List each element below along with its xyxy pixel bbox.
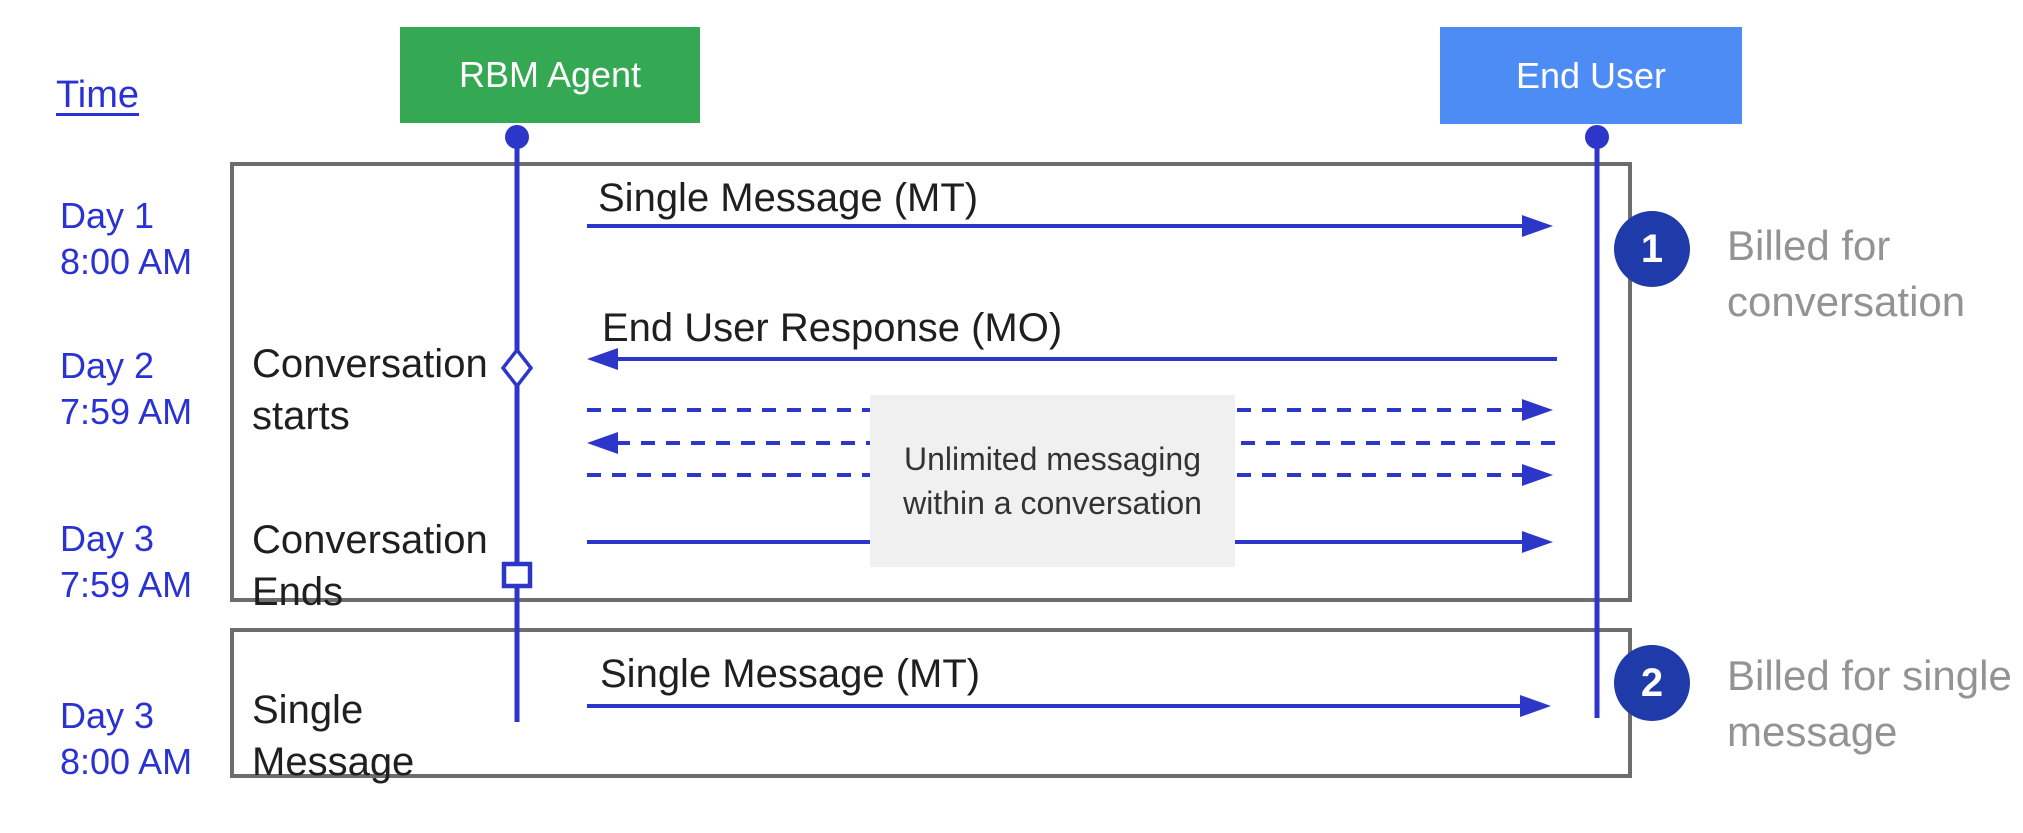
time-day1-day: Day 1 xyxy=(60,195,155,236)
time-day3b-day: Day 3 xyxy=(60,695,155,736)
billing-badge-2-number: 2 xyxy=(1640,660,1664,705)
single-message-line1: Single xyxy=(252,688,364,732)
conversation-starts-label: Conversation starts xyxy=(252,338,522,442)
day3-arrowhead xyxy=(1522,531,1553,553)
end-user-label: End User xyxy=(1515,54,1667,96)
rbm-agent-label: RBM Agent xyxy=(458,54,642,95)
unlimited-messaging-note-line1: Unlimited messaging xyxy=(903,441,1201,477)
time-day2-day: Day 2 xyxy=(60,345,155,386)
billed-caption-1-line2: conversation xyxy=(1727,278,1966,325)
mt2-message-label: Single Message (MT) xyxy=(600,652,981,696)
dashed-arrow-2-head xyxy=(587,432,618,454)
billing-badge-1-number: 1 xyxy=(1640,226,1664,271)
billed-caption-2-line1: Billed for single xyxy=(1727,652,2012,699)
conversation-ends-line1: Conversation xyxy=(252,518,488,562)
conversation-starts-line2: starts xyxy=(252,394,350,438)
conversation-end-square xyxy=(501,561,533,589)
billed-caption-2-line2: message xyxy=(1727,708,1898,755)
time-day2-time: 7:59 AM xyxy=(60,391,193,432)
rbm-agent-box: RBM Agent xyxy=(400,27,700,123)
end-user-lifeline-dot xyxy=(1585,125,1609,149)
conversation-starts-line1: Conversation xyxy=(252,342,488,386)
time-day3-day: Day 3 xyxy=(60,518,155,559)
billing-badge-1: 1 xyxy=(1614,211,1690,287)
dashed-arrow-1-head xyxy=(1522,399,1553,421)
conversation-start-diamond xyxy=(500,347,534,389)
time-day2: Day 2 7:59 AM xyxy=(60,343,280,435)
unlimited-messaging-note-line2: within a conversation xyxy=(903,485,1202,521)
single-message-label: Single Message xyxy=(252,684,522,788)
mt1-message-label: Single Message (MT) xyxy=(598,176,979,220)
conversation-ends-label: Conversation Ends xyxy=(252,514,522,618)
time-day3b-time: 8:00 AM xyxy=(60,741,193,782)
billed-for-conversation-caption: Billed for conversation xyxy=(1727,218,2017,330)
conversation-ends-line2: Ends xyxy=(252,570,344,614)
mo-arrowhead xyxy=(587,348,618,370)
billing-badge-2: 2 xyxy=(1614,645,1690,721)
billed-caption-1-line1: Billed for xyxy=(1727,222,1891,269)
conversation-frame xyxy=(230,162,1632,602)
billed-for-single-message-caption: Billed for single message xyxy=(1727,648,2017,760)
time-day1-time: 8:00 AM xyxy=(60,241,193,282)
agent-lifeline-dot xyxy=(505,125,529,149)
end-user-box: End User xyxy=(1440,27,1742,124)
mt1-arrowhead xyxy=(1522,215,1553,237)
dashed-arrow-3-head xyxy=(1522,464,1553,486)
time-day3: Day 3 7:59 AM xyxy=(60,516,280,608)
time-day3-time: 7:59 AM xyxy=(60,564,193,605)
time-day1: Day 1 8:00 AM xyxy=(60,193,280,285)
mt2-arrowhead xyxy=(1520,695,1551,717)
time-axis-label: Time xyxy=(56,74,140,116)
mo-message-label: End User Response (MO) xyxy=(602,306,1063,350)
single-message-line2: Message xyxy=(252,740,415,784)
unlimited-messaging-note: Unlimited messaging within a conversatio… xyxy=(870,395,1235,567)
time-day3b: Day 3 8:00 AM xyxy=(60,693,280,785)
